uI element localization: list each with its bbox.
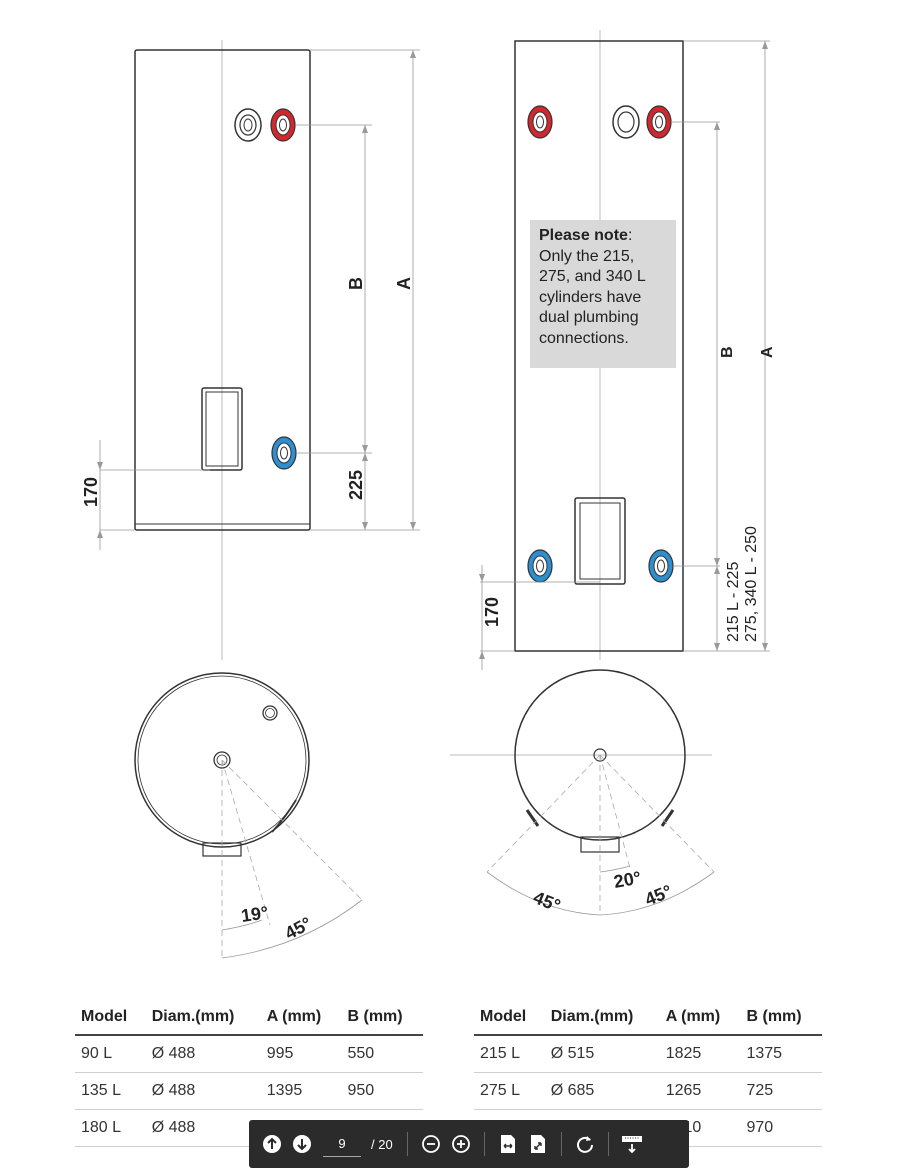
cold-connection-blue [648,549,674,583]
cold-connection-blue [527,549,553,583]
right-angle-45-left: 45° [531,887,564,916]
next-page-button[interactable] [287,1129,317,1159]
table-row: 275 L Ø 685 1265 725 [474,1072,822,1110]
zoom-in-button[interactable] [446,1129,476,1159]
zoom-out-button[interactable] [416,1129,446,1159]
fit-width-button[interactable] [493,1129,523,1159]
cell-model: 180 L [75,1109,146,1147]
note-text: Only the 215, 275, and 340 L cylinders h… [539,247,646,347]
cell-a: 1395 [260,1072,342,1110]
right-dim-170: 170 [482,597,502,627]
cell-model: 90 L [75,1035,146,1073]
cell-diameter: Ø 488 [145,1072,261,1110]
left-cylinder-front-view [97,40,420,660]
col-header-model: Model [75,1000,146,1036]
note-heading: Please note [539,227,628,244]
left-dim-A: A [394,277,414,290]
cell-b: 725 [740,1072,822,1110]
page-number-input[interactable] [323,1131,361,1157]
cell-diameter: Ø 515 [544,1035,660,1073]
right-top-view [450,669,715,916]
left-dim-B: B [346,277,366,290]
cell-b: 950 [341,1072,423,1110]
table-row: 215 L Ø 515 1825 1375 [474,1035,822,1073]
zoom-in-icon [451,1135,470,1153]
cell-b: 550 [341,1035,423,1073]
right-dim-A: A [759,346,776,358]
cell-diameter: Ø 488 [145,1109,261,1147]
cell-model: 215 L [474,1035,545,1073]
dual-dim-line1: 215 L - 225 [725,562,742,642]
col-header-b: B (mm) [341,1000,423,1036]
right-cylinder-front-view [479,30,770,670]
cell-b: 970 [740,1109,822,1147]
cell-diameter: Ø 488 [145,1035,261,1073]
left-angle-45: 45° [281,913,314,943]
please-note-box: Please note: Only the 215, 275, and 340 … [530,220,676,368]
rotate-button[interactable] [570,1129,600,1159]
page-total-label: / 20 [371,1136,393,1152]
col-header-a: A (mm) [260,1000,342,1036]
right-dim-B: B [719,346,736,358]
cell-model: 135 L [75,1072,146,1110]
fit-width-icon [500,1135,515,1153]
left-dim-170: 170 [81,477,101,507]
download-button[interactable] [617,1129,647,1159]
cell-a: 1825 [659,1035,741,1073]
toolbar-divider [560,1132,562,1156]
col-header-model: Model [474,1000,545,1036]
right-dual-dim-label: 215 L - 225 275, 340 L - 250 [725,526,760,642]
arrow-up-icon [263,1135,281,1153]
previous-page-button[interactable] [257,1129,287,1159]
toolbar-divider [607,1132,609,1156]
note-colon: : [627,227,633,244]
dual-dim-line2: 275, 340 L - 250 [743,526,760,642]
col-header-diameter: Diam.(mm) [145,1000,261,1036]
hot-connection-red [270,108,296,142]
cell-b: 1375 [740,1035,822,1073]
spec-table-left: Model Diam.(mm) A (mm) B (mm) 90 L Ø 488… [75,1000,423,1147]
hot-outlet-connection [234,108,262,142]
arrow-down-icon [293,1135,311,1153]
col-header-b: B (mm) [740,1000,822,1036]
left-top-view [134,672,363,960]
cell-diameter: Ø 685 [544,1072,660,1110]
table-header-row: Model Diam.(mm) A (mm) B (mm) [474,1000,822,1036]
cell-a: 995 [260,1035,342,1073]
toolbar-divider [483,1132,485,1156]
hot-connection-red [646,105,672,139]
hot-outlet-connection [612,105,640,139]
rotate-icon [576,1136,593,1153]
table-header-row: Model Diam.(mm) A (mm) B (mm) [75,1000,423,1036]
table-row: 135 L Ø 488 1395 950 [75,1072,423,1110]
cell-model: 275 L [474,1072,545,1110]
right-angle-45-right: 45° [642,881,675,910]
zoom-out-icon [421,1135,440,1153]
col-header-a: A (mm) [659,1000,741,1036]
fit-page-icon [530,1135,545,1153]
spec-table-right: Model Diam.(mm) A (mm) B (mm) 215 L Ø 51… [474,1000,822,1147]
col-header-diameter: Diam.(mm) [544,1000,660,1036]
right-angle-20: 20° [612,868,642,892]
hot-connection-red [527,105,553,139]
left-dim-225: 225 [346,470,366,500]
fit-page-button[interactable] [523,1129,553,1159]
download-icon [621,1136,642,1154]
toolbar-divider [406,1132,408,1156]
left-angle-19: 19° [240,902,270,926]
cell-a: 1265 [659,1072,741,1110]
table-row: 90 L Ø 488 995 550 [75,1035,423,1073]
pdf-viewer-toolbar: / 20 [249,1120,689,1168]
cold-connection-blue [271,436,297,470]
